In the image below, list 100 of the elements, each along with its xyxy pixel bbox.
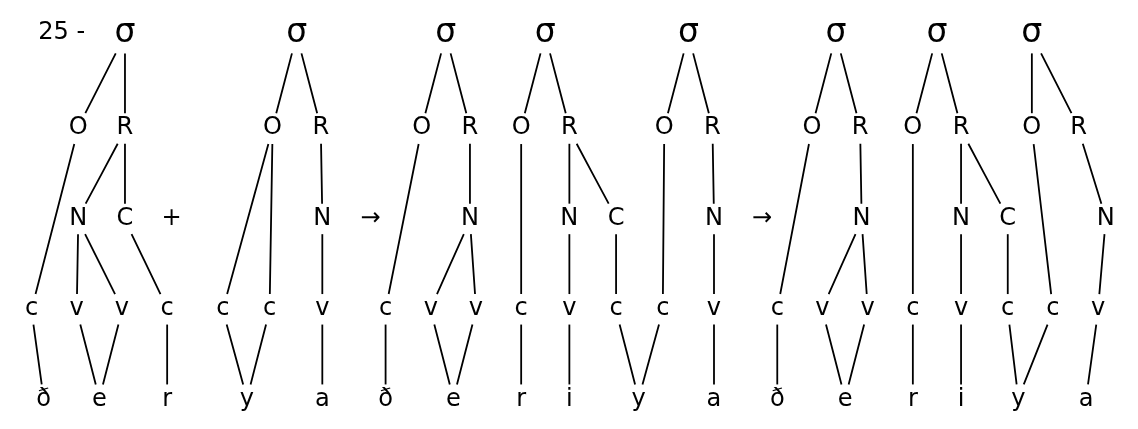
connector	[449, 52, 468, 115]
node-text: R	[461, 112, 479, 141]
connector	[667, 52, 685, 115]
connector	[84, 233, 116, 295]
node-text: v	[315, 293, 330, 322]
connector	[249, 323, 267, 386]
node-text: O	[412, 112, 432, 141]
node-text: a	[706, 383, 722, 412]
connector	[1098, 233, 1106, 295]
node-text: σ	[825, 11, 847, 51]
node-text: ð	[378, 383, 393, 412]
connector	[124, 142, 126, 205]
node-text: v	[815, 293, 830, 322]
node-text: i	[957, 383, 965, 412]
connector	[825, 323, 843, 386]
connector	[34, 143, 76, 295]
node-text: O	[1022, 112, 1042, 141]
connector	[1008, 323, 1018, 386]
connector	[618, 323, 636, 386]
connector	[520, 143, 523, 295]
connector	[814, 52, 833, 115]
connector	[130, 233, 162, 295]
connector	[549, 52, 567, 115]
connector	[84, 142, 119, 205]
connector	[711, 142, 715, 205]
node-text: v	[114, 293, 130, 322]
connector	[847, 323, 866, 386]
connector	[1030, 52, 1033, 115]
node-text: σ	[926, 11, 948, 51]
node-text: O	[511, 112, 531, 141]
node-text: v	[706, 293, 722, 322]
connector	[32, 323, 43, 386]
node-text: c	[216, 293, 230, 322]
node-text: v	[562, 293, 577, 322]
node-text: c	[770, 293, 784, 322]
node-text: N	[852, 202, 871, 231]
connector	[915, 52, 934, 115]
connector	[225, 323, 245, 386]
node-text: a	[1078, 383, 1094, 412]
connector	[124, 52, 126, 115]
node-text: i	[566, 383, 573, 412]
label: +	[161, 202, 182, 231]
connector	[940, 52, 959, 115]
connector	[79, 323, 97, 386]
connector	[615, 233, 617, 295]
node-text: c	[656, 293, 670, 322]
node-text: v	[69, 293, 84, 322]
node-text: c	[24, 293, 39, 322]
node-text: ð	[769, 383, 785, 412]
node-text: O	[654, 112, 674, 141]
node-text: r	[907, 383, 918, 412]
node-text: c	[378, 293, 393, 322]
connector	[960, 142, 962, 205]
connector	[641, 323, 660, 386]
node-text: r	[516, 383, 527, 412]
node-text: R	[312, 112, 330, 141]
connector	[424, 52, 442, 115]
node-text: c	[514, 293, 528, 322]
node-text: ð	[36, 383, 51, 412]
connector	[384, 323, 387, 386]
connector	[469, 233, 476, 295]
node-text: e	[91, 383, 107, 412]
connector	[166, 323, 169, 386]
node-text: R	[851, 112, 869, 141]
connector	[523, 52, 542, 115]
connector	[1081, 142, 1103, 205]
node-text: O	[68, 112, 88, 141]
node-text: c	[160, 293, 174, 322]
connector	[713, 233, 715, 295]
node-text: N	[313, 202, 332, 231]
node-text: σ	[1021, 11, 1043, 51]
node-text: C	[116, 202, 134, 231]
connector	[387, 143, 420, 295]
node-text: y	[631, 383, 646, 412]
connector	[1040, 52, 1073, 115]
node-text: v	[953, 293, 969, 322]
connector	[300, 52, 319, 115]
node-text: σ	[286, 11, 308, 51]
connector	[776, 323, 779, 386]
node-text: v	[468, 293, 484, 322]
connector	[1022, 323, 1049, 386]
label: →	[752, 202, 773, 231]
connector	[456, 323, 474, 386]
connector	[469, 142, 471, 205]
node-text: O	[903, 112, 923, 141]
node-text: R	[561, 112, 578, 141]
node-text: N	[1096, 202, 1115, 231]
connector	[1032, 143, 1053, 295]
connector	[102, 323, 120, 386]
node-text: v	[1091, 293, 1106, 322]
connector	[433, 323, 451, 386]
connector	[268, 143, 274, 295]
node-text: N	[952, 202, 971, 231]
node-text: N	[704, 202, 724, 231]
connector	[960, 323, 962, 386]
connector	[575, 142, 610, 205]
node-text: c	[1001, 293, 1015, 322]
node-text: σ	[677, 11, 699, 51]
label: →	[360, 202, 381, 231]
connector	[713, 323, 715, 386]
